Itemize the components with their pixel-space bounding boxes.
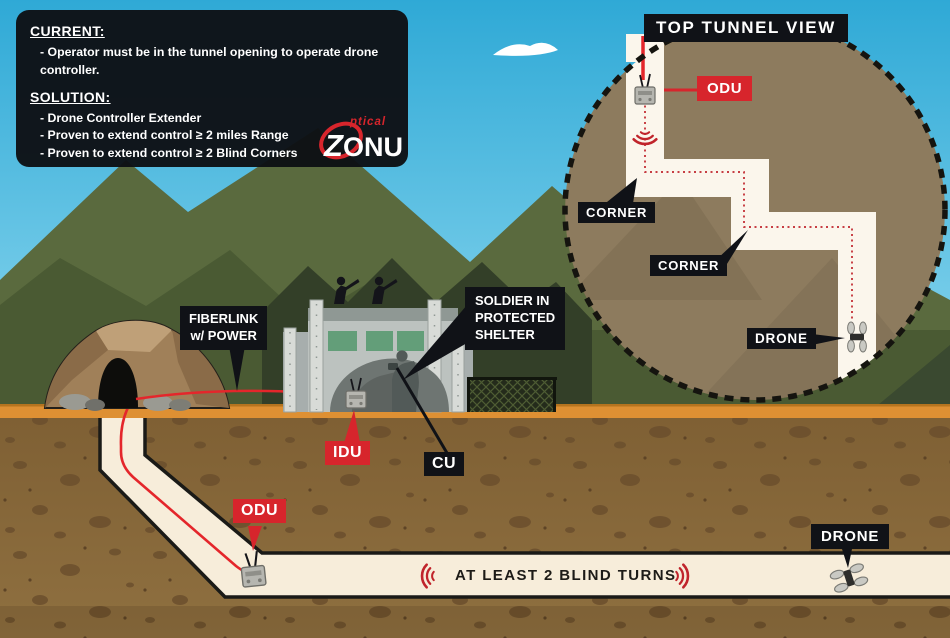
- logo-script-text: ptical: [350, 116, 387, 128]
- corner-label-2: CORNER: [650, 255, 728, 276]
- fence: [467, 377, 557, 412]
- logo-wordmark: ZONU: [324, 128, 403, 163]
- shelter-building: [283, 276, 473, 413]
- solution-heading: SOLUTION:: [30, 88, 111, 105]
- blind-turns-text: AT LEAST 2 BLIND TURNS: [455, 567, 677, 584]
- label-pointers: [229, 305, 852, 568]
- idu-label: IDU: [325, 441, 371, 465]
- odu-label: ODU: [233, 499, 287, 523]
- top-tunnel-view-title: TOP TUNNEL VIEW: [644, 14, 848, 42]
- shelter-label: SOLDIER IN PROTECTED SHELTER: [465, 287, 566, 350]
- current-heading: CURRENT:: [30, 23, 105, 39]
- solution-item: - Proven to extend control ≥ 2 miles Ran…: [40, 128, 289, 143]
- top-tunnel-view: [562, 17, 948, 403]
- odu-label-top-view: ODU: [697, 76, 753, 101]
- current-item: - Operator must be in the tunnel opening…: [40, 45, 379, 77]
- corner-label-1: CORNER: [578, 202, 656, 223]
- solution-item: - Proven to extend control ≥ 2 Blind Cor…: [40, 146, 298, 161]
- drone-label-top-view: DRONE: [747, 328, 816, 349]
- cloud: [493, 42, 558, 56]
- drone-label: DRONE: [811, 524, 890, 549]
- optical-zonu-logo: ptical ZONU: [312, 113, 416, 167]
- cu-label: CU: [424, 452, 465, 476]
- fiberlink-label: FIBERLINK w/ POWER: [180, 306, 268, 350]
- info-panel: CURRENT: - Operator must be in the tunne…: [16, 10, 408, 167]
- solution-item: - Drone Controller Extender: [40, 110, 202, 125]
